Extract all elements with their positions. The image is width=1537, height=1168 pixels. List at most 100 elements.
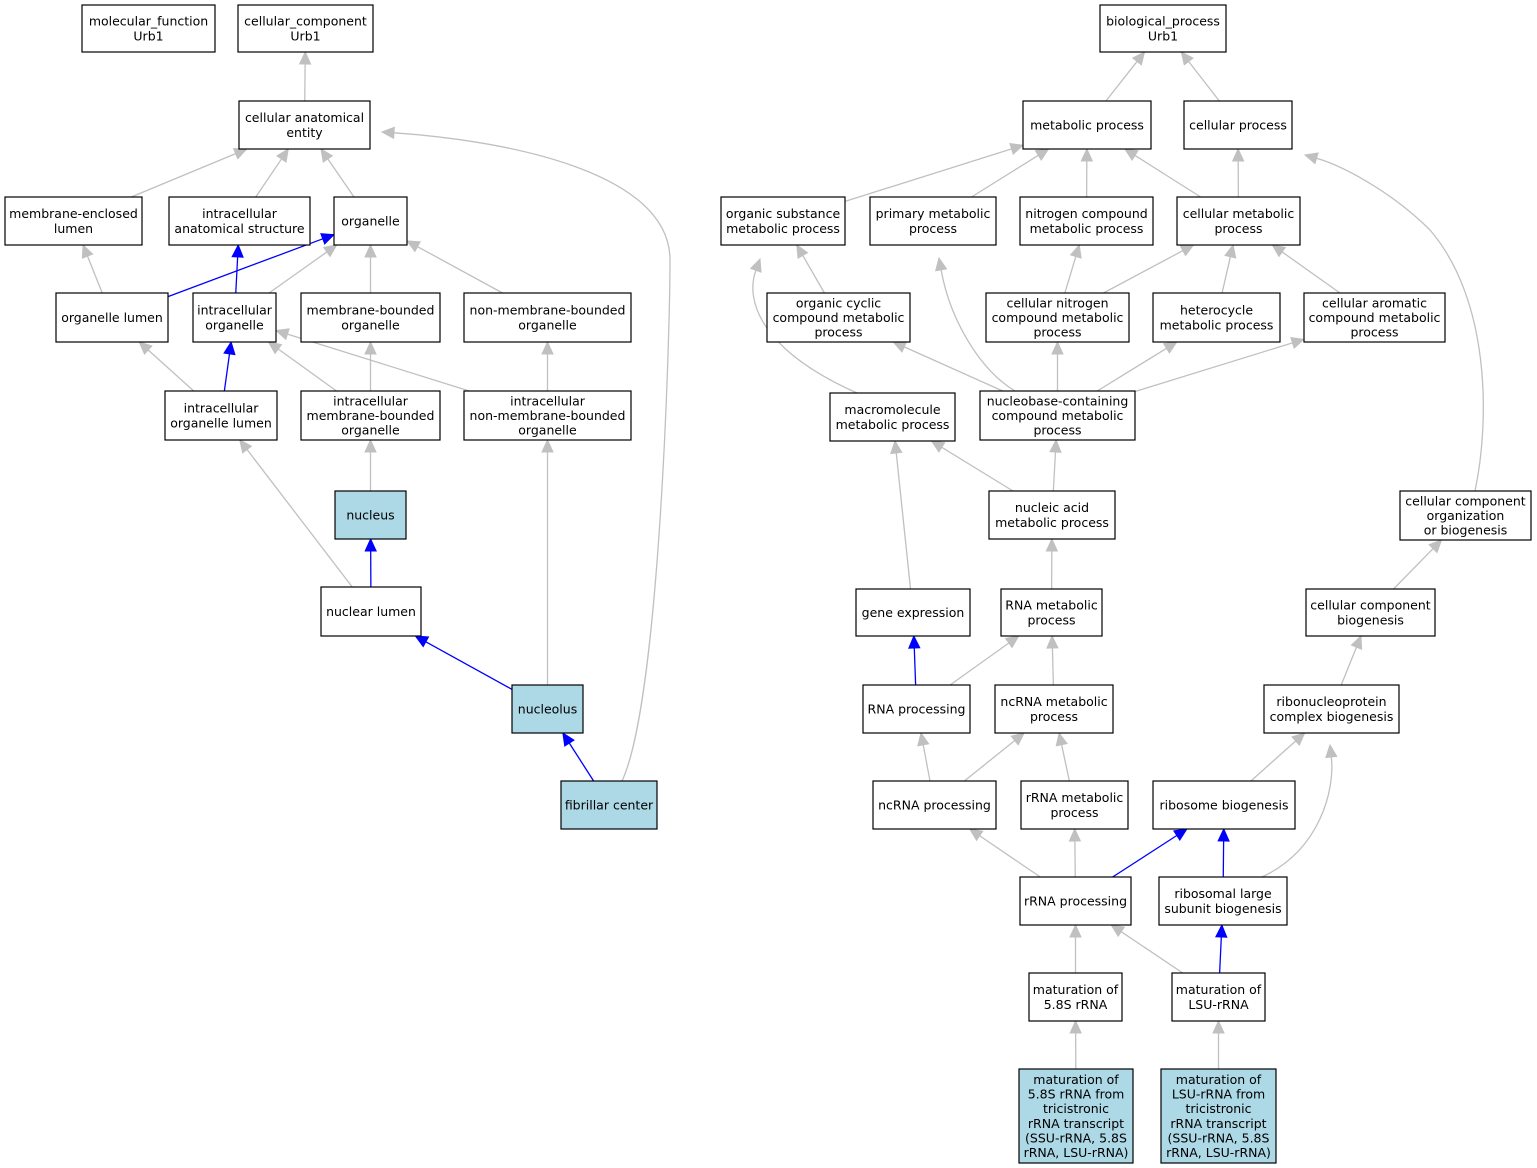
edge-fc-to-nucleolus-line bbox=[568, 742, 595, 782]
node-label-line: organic substance bbox=[726, 206, 841, 221]
edge-rlsb-to-rb bbox=[1217, 827, 1230, 878]
node-ge[interactable]: gene expression bbox=[855, 588, 971, 637]
node-label-line: rRNA, LSU-rRNA) bbox=[1166, 1145, 1271, 1160]
edge-namp-to-nbccmp bbox=[1049, 438, 1062, 492]
edge-nucleolus-to-inmbo bbox=[541, 438, 554, 685]
node-box-cae bbox=[238, 100, 371, 150]
edge-rb-to-rnpcb-line bbox=[1250, 740, 1297, 782]
edge-inmbo-to-io-arrowhead bbox=[274, 328, 290, 341]
node-label-line: tricistronic bbox=[1043, 1101, 1109, 1116]
edge-ncrnamp-to-rnamp bbox=[1046, 634, 1059, 686]
node-nucleolus[interactable]: nucleolus bbox=[511, 684, 584, 734]
edge-cncmp-to-ncmp-line bbox=[1064, 256, 1077, 294]
node-label-line: non-membrane-bounded bbox=[470, 303, 626, 318]
node-m58s[interactable]: maturation of5.8S rRNA bbox=[1028, 972, 1123, 1022]
edge-namp-to-mmp bbox=[930, 440, 1014, 492]
node-box-rlsb bbox=[1158, 876, 1288, 926]
node-label-line: cellular aromatic bbox=[1322, 295, 1427, 310]
edge-imbo-to-mbo-arrowhead bbox=[364, 340, 377, 355]
node-label-line: nucleus bbox=[346, 508, 394, 523]
edge-occmp-to-osmp-line bbox=[802, 255, 825, 294]
edge-mel-to-cae-line bbox=[131, 153, 236, 198]
node-nucleus[interactable]: nucleus bbox=[334, 490, 407, 540]
edge-cp-to-bp_root-arrowhead bbox=[1180, 51, 1194, 66]
edge-mmp-to-osmp-line bbox=[752, 270, 858, 394]
edge-imbo-to-mbo bbox=[364, 340, 377, 391]
edge-m58s_t-to-m58s-arrowhead bbox=[1069, 1019, 1082, 1034]
node-m58s_t[interactable]: maturation of5.8S rRNA fromtricistronicr… bbox=[1018, 1068, 1134, 1164]
node-label-line: rRNA transcript bbox=[1028, 1116, 1124, 1131]
node-label-line: nuclear lumen bbox=[326, 604, 416, 619]
node-box-fc bbox=[560, 780, 658, 830]
node-rrnap[interactable]: rRNA processing bbox=[1019, 876, 1132, 926]
edge-cp-to-bp_root-line bbox=[1188, 61, 1220, 102]
edge-namp-to-mmp-line bbox=[941, 446, 1014, 492]
node-ncrnap[interactable]: ncRNA processing bbox=[872, 780, 997, 830]
node-label-line: non-membrane-bounded bbox=[470, 408, 626, 423]
edge-cncmp-to-cmp-line bbox=[1103, 250, 1184, 294]
edge-ccb-to-ccob-arrowhead bbox=[1428, 539, 1443, 554]
node-label-line: (SSU-rRNA, 5.8S bbox=[1025, 1130, 1127, 1145]
edge-mlsu-to-rrnap-line bbox=[1120, 931, 1184, 974]
node-label-line: intracellular bbox=[184, 401, 260, 416]
edge-nlumen-to-iol-line bbox=[246, 449, 353, 588]
edge-mlsu-to-rrnap bbox=[1110, 924, 1184, 974]
node-org[interactable]: organelle bbox=[333, 196, 408, 246]
node-nlumen[interactable]: nuclear lumen bbox=[320, 586, 422, 637]
edge-iol-to-io-arrowhead bbox=[223, 340, 236, 356]
node-label-line: organic cyclic bbox=[796, 295, 881, 310]
edge-rrnamp-to-ncrnamp-arrowhead bbox=[1055, 731, 1068, 747]
edge-rnap-to-ge-line bbox=[913, 647, 917, 686]
edge-orgl-to-org-line bbox=[167, 238, 323, 298]
node-label-line: biological_process bbox=[1106, 14, 1220, 29]
node-inmbo[interactable]: intracellularnon-membrane-boundedorganel… bbox=[463, 390, 632, 441]
edge-iol-to-orgl bbox=[138, 341, 195, 392]
edge-hmp-to-cmp bbox=[1221, 243, 1237, 294]
node-box-org bbox=[333, 196, 408, 246]
edge-iol-to-io bbox=[223, 340, 236, 392]
node-label-line: ncRNA metabolic bbox=[1000, 694, 1107, 709]
node-cp[interactable]: cellular process bbox=[1183, 100, 1293, 150]
node-mp[interactable]: metabolic process bbox=[1022, 100, 1152, 150]
node-label-line: rRNA transcript bbox=[1170, 1116, 1266, 1131]
node-orgl[interactable]: organelle lumen bbox=[55, 292, 169, 343]
node-fc[interactable]: fibrillar center bbox=[560, 780, 658, 830]
node-rnap[interactable]: RNA processing bbox=[862, 684, 971, 734]
node-label-line: process bbox=[814, 325, 862, 340]
edge-nlumen-to-iol-arrowhead bbox=[239, 439, 253, 454]
edge-rb-to-rnpcb bbox=[1250, 732, 1306, 782]
node-rb[interactable]: ribosome biogenesis bbox=[1152, 780, 1296, 830]
node-box-pmp bbox=[869, 196, 997, 246]
